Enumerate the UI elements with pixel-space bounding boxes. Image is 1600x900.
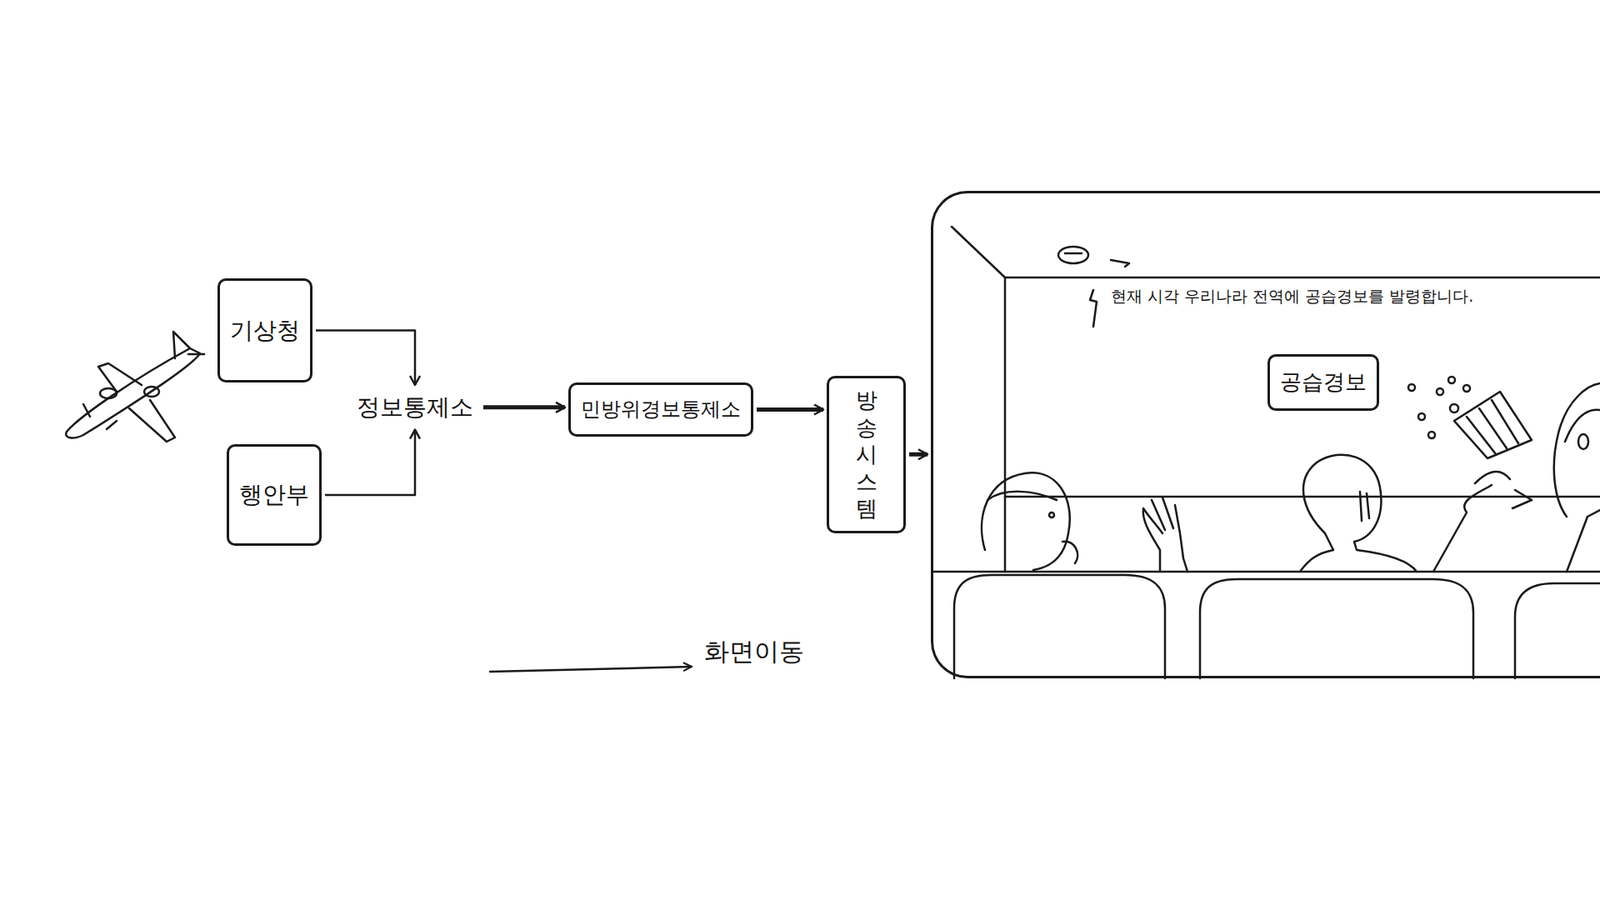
node-text: 공습경보 (1280, 369, 1367, 395)
announcement-text: 현재 시각 우리나라 전역에 공습경보를 발령합니다. (1110, 286, 1474, 306)
flow-arrow (756, 407, 824, 412)
node-text: 행안부 (239, 480, 310, 510)
airplane-sketch (65, 331, 205, 442)
theater-scene (933, 226, 1600, 679)
process-box: 민방위경보통제소 (568, 382, 754, 437)
node-text: 기상청 (230, 316, 300, 345)
flow-arrow (325, 430, 415, 495)
screen-move-arrow (490, 666, 692, 672)
flow-arrow (909, 452, 928, 457)
process-box: 방송 시스템 (826, 375, 906, 534)
node-text: 방송 시스템 (855, 386, 878, 523)
flow-arrow (315, 330, 415, 386)
note-label: 화면이동 (704, 635, 805, 670)
flow-arrow (483, 405, 565, 410)
node-text: 민방위경보통제소 (580, 397, 741, 422)
process-box: 기상청 (217, 278, 313, 383)
process-box: 행안부 (226, 444, 322, 546)
broadcast-screen: 현재 시각 우리나라 전역에 공습경보를 발령합니다. 공습경보 (930, 190, 1600, 679)
process-box: 공습경보 (1267, 354, 1380, 411)
node-text: 정보통제소 (356, 393, 474, 422)
process-label: 정보통제소 (350, 388, 480, 427)
